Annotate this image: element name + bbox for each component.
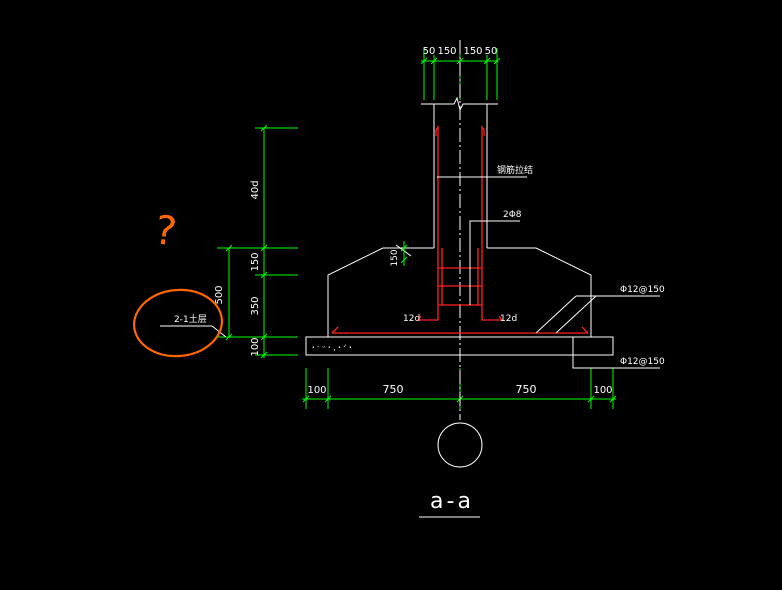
soil-note-label: 2-1土层 — [174, 313, 207, 325]
annotation-circle — [132, 288, 224, 358]
top-dimension-group — [420, 48, 501, 100]
leader-lines — [160, 176, 660, 369]
bottom-dimension-group — [302, 368, 617, 409]
tie-bar-label: 钢筋拉结 — [497, 164, 533, 176]
left-dimension-group — [217, 124, 298, 359]
slab-hatch-texture: ꞏ ˑ ᵕ ꞏ ‚ ꞏ ᐟ ꞏ — [312, 343, 352, 352]
bar-lower-label: Φ12@150 — [620, 357, 665, 367]
section-title: a-a — [430, 489, 474, 514]
rebar-group — [331, 124, 589, 334]
left-dim-100: 100 — [250, 337, 261, 356]
left-dim-150: 150 — [250, 252, 261, 271]
top-dim-150-left: 150 — [437, 46, 456, 57]
haunch-label: 150 — [390, 249, 400, 266]
left-dim-500: 500 — [214, 285, 225, 304]
anchor-left-label: 12d — [403, 314, 420, 324]
bottom-dim-100-left: 100 — [307, 385, 326, 396]
left-dim-350: 350 — [250, 296, 261, 315]
bottom-dim-750-right: 750 — [516, 383, 537, 396]
stirrup-label: 2Φ8 — [503, 210, 522, 220]
top-dim-50-left: 50 — [423, 46, 436, 57]
bar-upper-label: Φ12@150 — [620, 285, 665, 295]
bottom-dim-750-left: 750 — [383, 383, 404, 396]
section-marker-circle — [437, 422, 483, 468]
left-dim-40d: 40d — [250, 180, 261, 199]
haunch-dim-marker — [400, 241, 408, 266]
top-dim-150-right: 150 — [463, 46, 482, 57]
top-dim-50-right: 50 — [485, 46, 498, 57]
anchor-right-label: 12d — [500, 314, 517, 324]
bottom-dim-100-right: 100 — [593, 385, 612, 396]
question-mark: ? — [152, 207, 179, 256]
